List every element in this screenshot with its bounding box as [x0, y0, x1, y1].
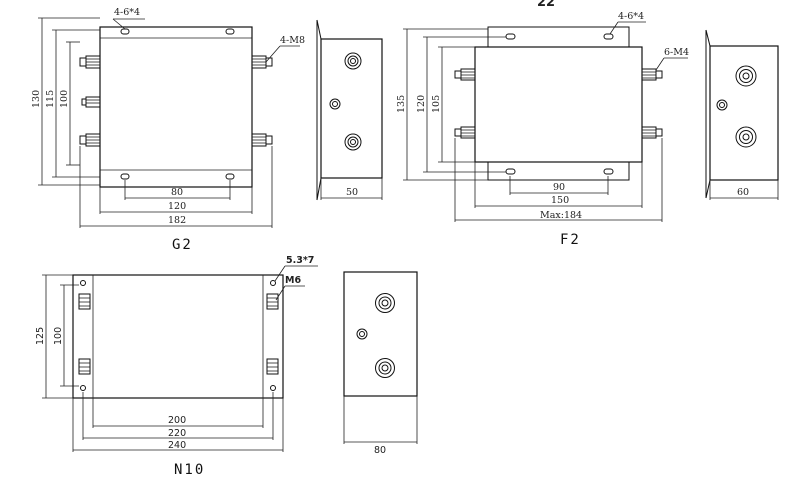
f2-side-body — [709, 45, 779, 181]
g2-mount-hole-icon — [120, 173, 130, 180]
f2-side-view: 60 — [705, 29, 779, 200]
g2-hole-label: 4-6*4 — [114, 7, 140, 18]
f2-terminal-icon — [454, 126, 476, 139]
f2-thread-label: 6-M4 — [664, 47, 689, 58]
n10-dim-100: 100 — [53, 327, 64, 345]
n10-front-view: 5.3*7 M6 125 100 200 220 240 N10 — [35, 255, 318, 478]
n10-side-dim-80: 80 — [374, 445, 386, 456]
g2-body — [99, 26, 253, 188]
g2-caption: G2 — [172, 237, 193, 253]
g2-stud-icon — [344, 133, 362, 151]
f2-dim-max: Max:184 — [540, 210, 582, 221]
g2-terminal-icon — [79, 55, 101, 69]
n10-caption: N10 — [174, 462, 205, 478]
g2-thread-label: 4-M8 — [280, 35, 305, 46]
f2-dim-105: 105 — [431, 95, 442, 113]
f2-terminal-icon — [641, 126, 663, 139]
f2-dim-90: 90 — [553, 182, 565, 193]
g2-mount-hole-icon — [225, 173, 235, 180]
g2-dim-120: 120 — [168, 201, 186, 212]
f2-stud-icon — [735, 126, 757, 148]
n10-body — [72, 274, 284, 399]
f2-body — [474, 46, 643, 163]
n10-terminal-icon — [78, 293, 91, 310]
n10-terminal-icon — [266, 358, 279, 375]
n10-stud-icon — [356, 328, 368, 340]
n10-dim-125: 125 — [35, 327, 46, 345]
g2-dim-182: 182 — [168, 215, 186, 226]
header-fragment: 22 — [537, 0, 555, 10]
g2-stud-icon — [344, 52, 362, 70]
f2-mount-hole-icon — [505, 33, 516, 40]
f2-top-flange — [487, 26, 630, 48]
n10-stud-icon — [375, 293, 395, 313]
g2-side-body — [320, 38, 383, 179]
n10-stud-icon — [375, 358, 395, 378]
f2-mount-hole-icon — [505, 168, 516, 175]
g2-dim-100: 100 — [59, 90, 70, 108]
f2-dim-150: 150 — [551, 195, 569, 206]
n10-mount-hole-icon — [270, 280, 276, 286]
n10-hole-label: 5.3*7 — [286, 255, 314, 266]
f2-mount-hole-icon — [603, 168, 614, 175]
g2-side-dim-50: 50 — [346, 187, 358, 198]
g2-stud-icon — [329, 98, 341, 110]
g2-front-view: 4-6*4 4-M8 130 115 100 80 120 182 G2 — [31, 7, 305, 253]
g2-terminal-icon — [251, 55, 273, 69]
n10-mount-hole-icon — [270, 385, 276, 391]
g2-dim-130: 130 — [31, 90, 42, 108]
g2-side-view: 50 — [316, 19, 383, 201]
f2-stud-icon — [735, 65, 757, 87]
n10-side-body — [343, 271, 418, 397]
n10-dim-200: 200 — [168, 415, 186, 426]
f2-terminal-icon — [454, 68, 476, 81]
g2-terminal-icon — [79, 133, 101, 147]
g2-terminal-icon — [81, 96, 101, 108]
n10-side-view: 80 — [343, 271, 418, 456]
f2-front-view: 4-6*4 6-M4 135 120 105 90 150 Max:184 F2 — [396, 11, 689, 248]
n10-thread-label: M6 — [285, 275, 301, 286]
g2-dim-115: 115 — [45, 90, 56, 108]
f2-hole-label: 4-6*4 — [618, 11, 644, 22]
f2-terminal-icon — [641, 68, 663, 81]
g2-terminal-icon — [251, 133, 273, 147]
n10-terminal-icon — [266, 293, 279, 310]
n10-mount-hole-icon — [80, 280, 86, 286]
n10-dim-240: 240 — [168, 440, 186, 451]
n10-dim-220: 220 — [168, 428, 186, 439]
f2-side-dim-60: 60 — [737, 187, 749, 198]
n10-terminal-icon — [78, 358, 91, 375]
n10-mount-hole-icon — [80, 385, 86, 391]
f2-dim-120: 120 — [416, 95, 427, 113]
f2-caption: F2 — [560, 232, 581, 248]
g2-dim-80: 80 — [171, 187, 183, 198]
f2-stud-icon — [716, 99, 728, 111]
f2-mount-hole-icon — [603, 33, 614, 40]
g2-mount-hole-icon — [225, 28, 235, 35]
f2-dim-135: 135 — [396, 95, 407, 113]
